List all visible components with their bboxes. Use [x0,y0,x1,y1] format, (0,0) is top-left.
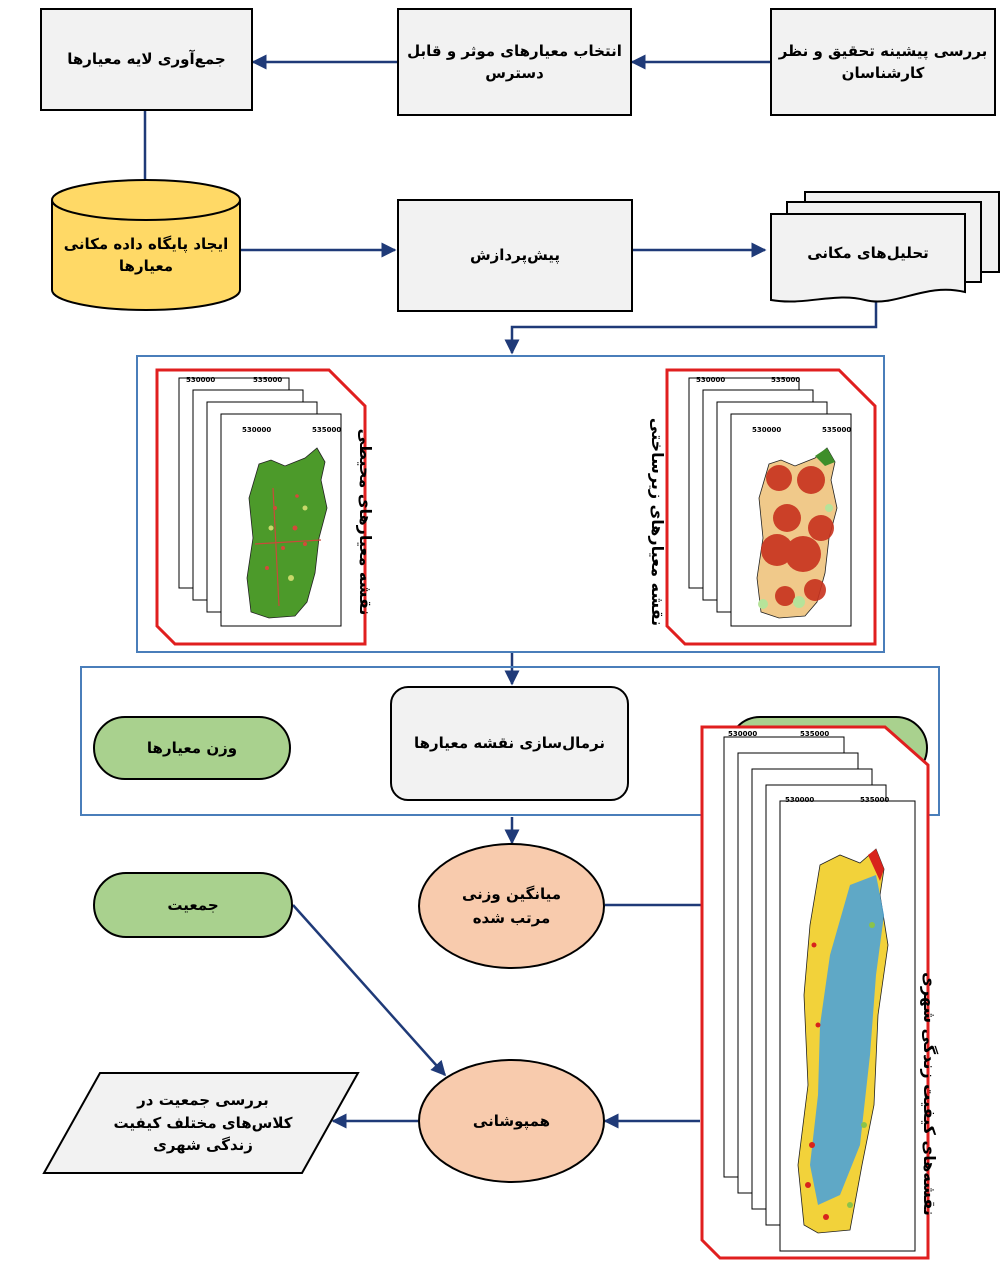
spatial-database-cylinder [51,179,241,311]
result-label: بررسی جمعیت در کلاس‌های مختلف کیفیت زندگ… [113,1091,293,1155]
environment-map-label: نقشه معیارهای محیطی [356,428,376,616]
infra-xtick-4: 535000 [822,426,852,434]
spatial-database-label: ایجاد پایگاه داده مکانی معیارها [63,234,229,276]
population-pill: جمعیت [93,872,293,938]
infrastructure-map-label: نقشه معیارهای زیرساختی [648,417,668,627]
preprocess-box: پیش‌پردازش [397,199,633,312]
spatial-analysis-label: تحلیل‌های مکانی [807,243,929,262]
infra-xtick-3: 530000 [752,426,782,434]
infra-xtick-2: 535000 [771,376,801,384]
quality-xtick-4: 535000 [860,796,890,804]
quality-xtick-1: 530000 [728,730,758,738]
quality-xtick-3: 530000 [785,796,815,804]
criteria-maps-frame [136,355,885,653]
quality-map-stack [700,725,930,1260]
quality-xtick-2: 535000 [800,730,830,738]
arrow-analysis-to-maps [504,300,878,355]
env-xtick-2: 535000 [253,376,283,384]
normalize-box: نرمال‌سازی نقشه معیارها [390,686,629,801]
env-xtick-4: 535000 [312,426,342,434]
owa-ellipse: میانگین وزنی مرتب شده [418,843,605,969]
result-parallelogram [42,1072,360,1174]
weights-frame [80,666,940,816]
environment-map-stack [155,368,367,646]
env-xtick-3: 530000 [242,426,272,434]
spatial-analysis-documents [770,191,1000,303]
overlay-ellipse: همپوشانی [418,1059,605,1183]
arrow-population-to-overlay [292,904,446,1077]
literature-review-box: بررسی پیشینه تحقیق و نظر کارشناسان [770,8,996,116]
select-criteria-box: انتخاب معیارهای موثر و قابل دسترس [397,8,632,116]
criteria-weight-pill: وزن معیارها [93,716,291,780]
quality-map-label: نقشه‌های کیفیت زندگی شهری [920,972,940,1216]
infra-xtick-1: 530000 [696,376,726,384]
infrastructure-map-stack [665,368,877,646]
collect-layers-box: جمع‌آوری لایه معیارها [40,8,253,111]
env-xtick-1: 530000 [186,376,216,384]
